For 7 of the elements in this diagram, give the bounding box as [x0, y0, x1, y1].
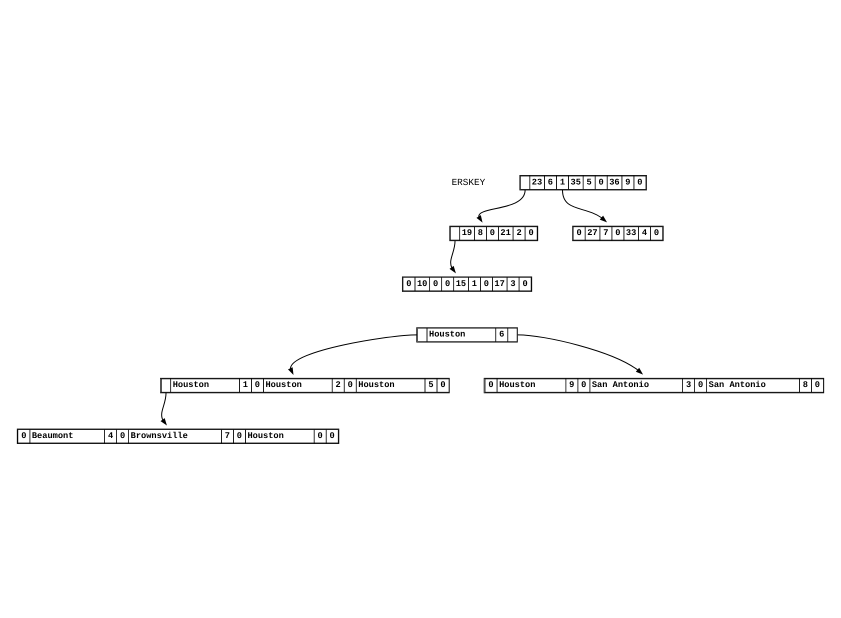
arrow [450, 240, 456, 273]
label: ERSKEY [452, 176, 486, 188]
arrow [160, 392, 167, 426]
arrow [562, 189, 608, 222]
arrow [517, 334, 644, 374]
arrow [288, 334, 418, 374]
arrow [476, 189, 526, 222]
